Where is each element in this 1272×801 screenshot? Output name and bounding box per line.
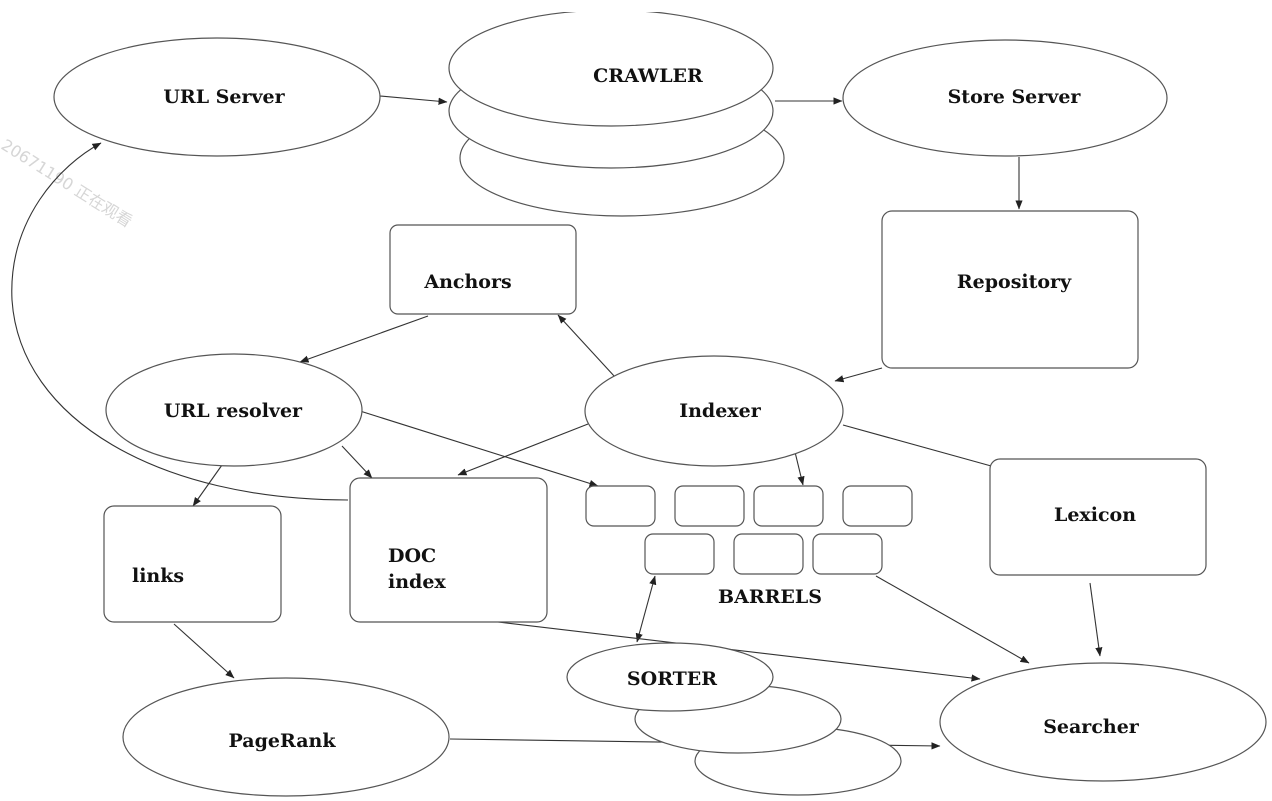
edge-docindex-searcher <box>497 621 981 682</box>
watermark-text: 20671190 正在观看 <box>0 135 136 231</box>
indexer-shape <box>584 355 844 467</box>
node-url-server: URL Server <box>53 37 381 157</box>
url-server-label: URL Server <box>163 86 285 108</box>
edge-urlresolver-urlserver <box>11 142 349 501</box>
barrel-box <box>733 533 804 575</box>
repository-shape <box>881 210 1139 369</box>
searcher-label: Searcher <box>1043 716 1140 738</box>
repository-label: Repository <box>957 271 1072 293</box>
node-links: links <box>103 505 282 623</box>
edge-lexicon-searcher <box>1089 582 1103 657</box>
edge-repository-indexer <box>834 367 883 383</box>
doc-index-label-line1: DOC <box>388 545 436 567</box>
edges <box>11 95 1103 750</box>
links-label: links <box>132 565 184 587</box>
node-store-server: Store Server <box>842 39 1168 157</box>
edge-indexer-docindex <box>457 423 589 476</box>
node-lexicon: Lexicon <box>989 458 1207 576</box>
node-searcher: Searcher <box>939 662 1267 782</box>
node-anchors: Anchors <box>389 224 577 315</box>
anchors-label: Anchors <box>423 271 511 293</box>
lexicon-shape <box>989 458 1207 576</box>
edge-barrels-sorter <box>635 575 657 643</box>
pagerank-label: PageRank <box>229 730 337 752</box>
node-barrels: BARRELS <box>585 485 913 608</box>
edge-indexer-anchors <box>557 314 616 378</box>
links-shape <box>103 505 282 623</box>
crawler-top-crop <box>440 0 800 12</box>
barrel-box <box>585 485 656 527</box>
node-pagerank: PageRank <box>122 677 450 797</box>
edge-indexer-barrels <box>794 451 805 486</box>
barrel-box <box>674 485 745 527</box>
edge-links-pagerank <box>173 623 235 679</box>
barrel-box <box>753 485 824 527</box>
node-indexer: Indexer <box>584 355 844 467</box>
sorter-shape-front <box>566 642 774 712</box>
edge-urlresolver-links <box>192 464 223 507</box>
store-server-shape <box>842 39 1168 157</box>
barrel-box <box>842 485 913 527</box>
edge-urlresolver-barrels <box>359 410 599 487</box>
store-server-label: Store Server <box>948 86 1082 108</box>
edge-barrels-searcher <box>875 575 1030 664</box>
node-sorter: SORTER <box>566 642 902 796</box>
edge-urlresolver-docindex <box>341 445 373 479</box>
barrels-label: BARRELS <box>718 586 822 608</box>
anchors-shape <box>389 224 577 315</box>
crawler-label: CRAWLER <box>593 65 703 87</box>
barrel-box <box>644 533 715 575</box>
sorter-label: SORTER <box>627 668 717 690</box>
lexicon-label: Lexicon <box>1054 504 1136 526</box>
node-repository: Repository <box>881 210 1139 369</box>
indexer-label: Indexer <box>679 400 761 422</box>
node-doc-index: DOC index <box>349 477 548 623</box>
edge-indexer-lexicon <box>842 424 1003 471</box>
url-resolver-shape <box>105 353 363 467</box>
url-server-shape <box>53 37 381 157</box>
edge-anchors-urlresolver <box>299 315 429 363</box>
barrel-box <box>812 533 883 575</box>
url-resolver-label: URL resolver <box>164 400 303 422</box>
doc-index-label-line2: index <box>388 571 446 593</box>
node-crawler: CRAWLER <box>440 0 800 217</box>
pagerank-shape <box>122 677 450 797</box>
edge-urlserver-crawler <box>379 95 448 105</box>
searcher-shape <box>939 662 1267 782</box>
node-url-resolver: URL resolver <box>105 353 363 467</box>
doc-index-shape <box>349 477 548 623</box>
